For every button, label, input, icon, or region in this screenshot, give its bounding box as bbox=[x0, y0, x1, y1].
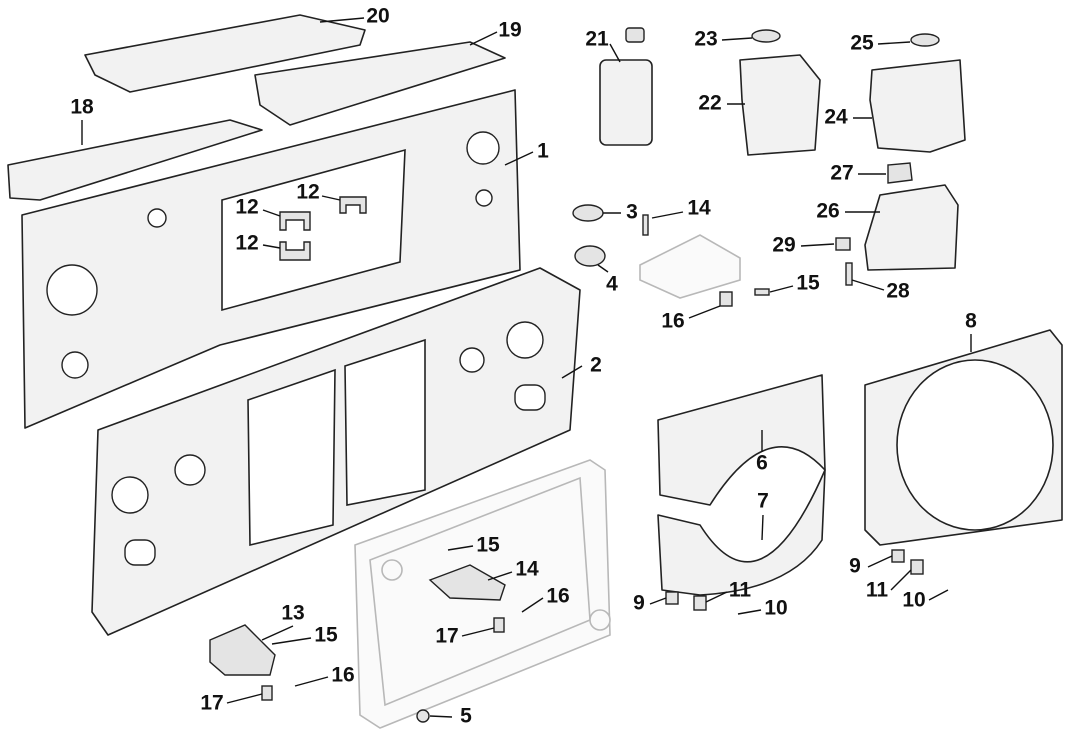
part-27-cap bbox=[887, 162, 913, 184]
callout-17: 17 bbox=[200, 692, 223, 715]
part-19-baffle bbox=[254, 41, 506, 126]
callout-14: 14 bbox=[515, 558, 539, 581]
callout-15: 15 bbox=[314, 624, 338, 647]
part-22-reservoir bbox=[739, 54, 821, 156]
part-2-core-support bbox=[91, 267, 581, 636]
part-12-pad bbox=[279, 241, 311, 261]
callout-9: 9 bbox=[633, 592, 645, 615]
callout-18: 18 bbox=[70, 96, 94, 119]
callout-28: 28 bbox=[886, 280, 910, 303]
callout-12: 12 bbox=[296, 181, 319, 204]
part-21-reservoir bbox=[599, 59, 653, 146]
part-25-cap bbox=[910, 33, 940, 47]
callout-22: 22 bbox=[698, 92, 721, 115]
part-11-clip bbox=[693, 595, 707, 611]
part-1-radiator-support bbox=[21, 89, 521, 429]
callout-7: 7 bbox=[757, 490, 769, 513]
part-14-bolt bbox=[642, 214, 649, 236]
callout-19: 19 bbox=[498, 19, 521, 42]
part-12-pad bbox=[339, 196, 367, 214]
part-5-drain bbox=[416, 709, 430, 723]
callout-16: 16 bbox=[331, 664, 354, 687]
leader-lines bbox=[81, 17, 972, 718]
callout-16: 16 bbox=[661, 310, 684, 333]
callout-3: 3 bbox=[626, 201, 638, 224]
part-6-upper-shroud bbox=[657, 374, 826, 506]
callout-25: 25 bbox=[850, 32, 874, 55]
part-26-reservoir bbox=[864, 184, 959, 271]
callout-26: 26 bbox=[816, 200, 839, 223]
callout-15: 15 bbox=[796, 272, 820, 295]
callout-15: 15 bbox=[476, 534, 500, 557]
part-18-upper-tie-bar bbox=[7, 119, 263, 201]
callout-20: 20 bbox=[366, 5, 389, 28]
callout-12: 12 bbox=[235, 232, 258, 255]
part-3-bushing bbox=[572, 204, 604, 222]
part-29-clip bbox=[835, 237, 851, 251]
callout-12: 12 bbox=[235, 196, 258, 219]
part-20-baffle bbox=[84, 14, 366, 93]
callout-5: 5 bbox=[460, 705, 472, 728]
callout-24: 24 bbox=[824, 106, 848, 129]
callout-4: 4 bbox=[606, 273, 618, 296]
callout-27: 27 bbox=[830, 162, 853, 185]
callout-23: 23 bbox=[694, 28, 717, 51]
callout-8: 8 bbox=[965, 310, 977, 333]
part-12-pad bbox=[279, 211, 311, 231]
part-9-clip bbox=[665, 591, 679, 605]
part-24-reservoir bbox=[869, 59, 966, 153]
callout-13: 13 bbox=[281, 602, 304, 625]
part-15-bolt bbox=[754, 288, 770, 296]
callout-2: 2 bbox=[590, 354, 602, 377]
part-21-cap bbox=[625, 27, 645, 43]
callout-11: 11 bbox=[866, 579, 889, 602]
callout-labels: 20 19 18 1 21 23 25 22 24 27 26 3 14 29 … bbox=[70, 5, 977, 728]
part-28-bolt bbox=[845, 262, 853, 286]
part-16-clip bbox=[719, 291, 733, 307]
callout-1: 1 bbox=[537, 140, 549, 163]
part-23-cap bbox=[751, 29, 781, 43]
callout-10: 10 bbox=[902, 589, 925, 612]
callout-29: 29 bbox=[772, 234, 795, 257]
part-14-bracket bbox=[428, 564, 506, 601]
callout-10: 10 bbox=[764, 597, 787, 620]
part-13-bracket bbox=[209, 624, 276, 676]
callout-11: 11 bbox=[729, 579, 752, 602]
part-4-bushing bbox=[574, 245, 606, 267]
callout-17: 17 bbox=[435, 625, 458, 648]
part-11-clip bbox=[910, 559, 924, 575]
callout-9: 9 bbox=[849, 555, 861, 578]
callout-16: 16 bbox=[546, 585, 569, 608]
part-7-lower-shroud bbox=[657, 469, 826, 596]
part-17-clip bbox=[493, 617, 505, 633]
part-17-clip bbox=[261, 685, 273, 701]
part-8-fan-shroud bbox=[864, 329, 1063, 546]
callout-14: 14 bbox=[687, 197, 711, 220]
part-9-clip bbox=[891, 549, 905, 563]
callout-21: 21 bbox=[585, 28, 609, 51]
callout-6: 6 bbox=[756, 452, 768, 475]
bracket-ghost bbox=[639, 234, 741, 299]
